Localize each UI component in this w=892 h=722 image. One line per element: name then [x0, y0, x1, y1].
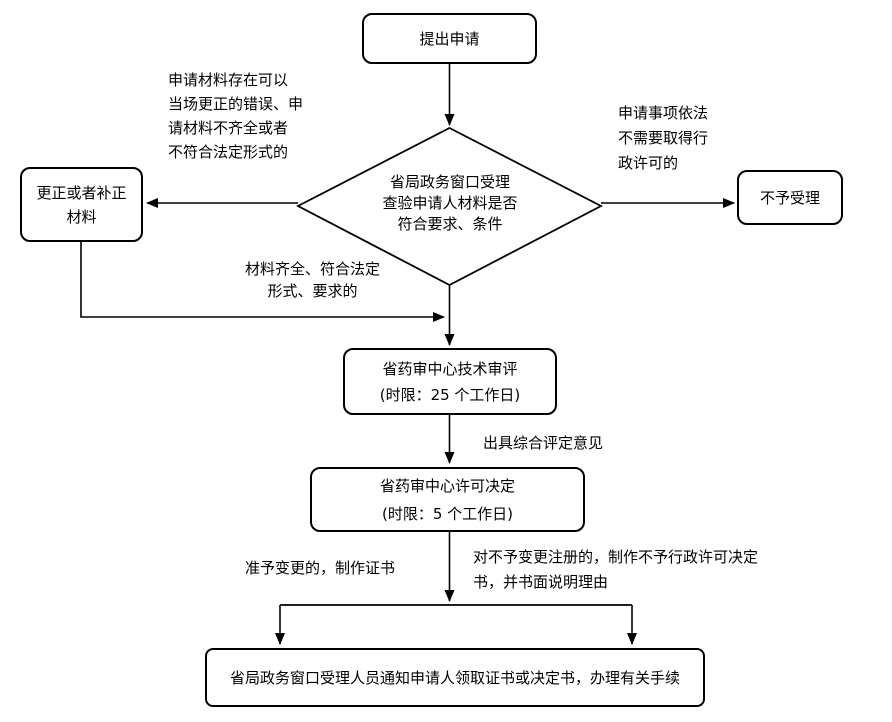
node-start: 提出申请 — [362, 13, 537, 64]
node-reject: 不予受理 — [737, 170, 843, 225]
edge-label-materials-complete: 材料齐全、符合法定 形式、要求的 — [244, 260, 380, 300]
edge-label-disapprove-change: 对不予变更注册的，制作不予行政许可决定 书，并书面说明理由 — [473, 548, 759, 591]
node-technical-review: 省药审中心技术审评 (时限：25 个工作日) — [343, 348, 557, 415]
node-decision-label: 省局政务窗口受理 查验申请人材料是否 符合要求、条件 — [382, 173, 518, 233]
node-notify-applicant: 省局政务窗口受理人员通知申请人领取证书或决定书，办理有关手续 — [205, 648, 705, 707]
node-license-decision: 省药审中心许可决定 (时限：5 个工作日) — [310, 467, 585, 532]
edge-label-evaluation-opinion: 出具综合评定意见 — [483, 434, 604, 452]
edge-label-approve-change: 准予变更的，制作证书 — [245, 559, 396, 577]
edge-correct-rejoin — [80, 242, 445, 322]
node-correct-materials: 更正或者补正 材料 — [20, 167, 143, 242]
edge-label-correctable-errors: 申请材料存在可以 当场更正的错误、申 请材料不齐全或者 不符合法定形式的 — [168, 71, 304, 161]
edge-label-no-permit-needed: 申请事项依法 不需要取得行 政许可的 — [618, 104, 709, 172]
